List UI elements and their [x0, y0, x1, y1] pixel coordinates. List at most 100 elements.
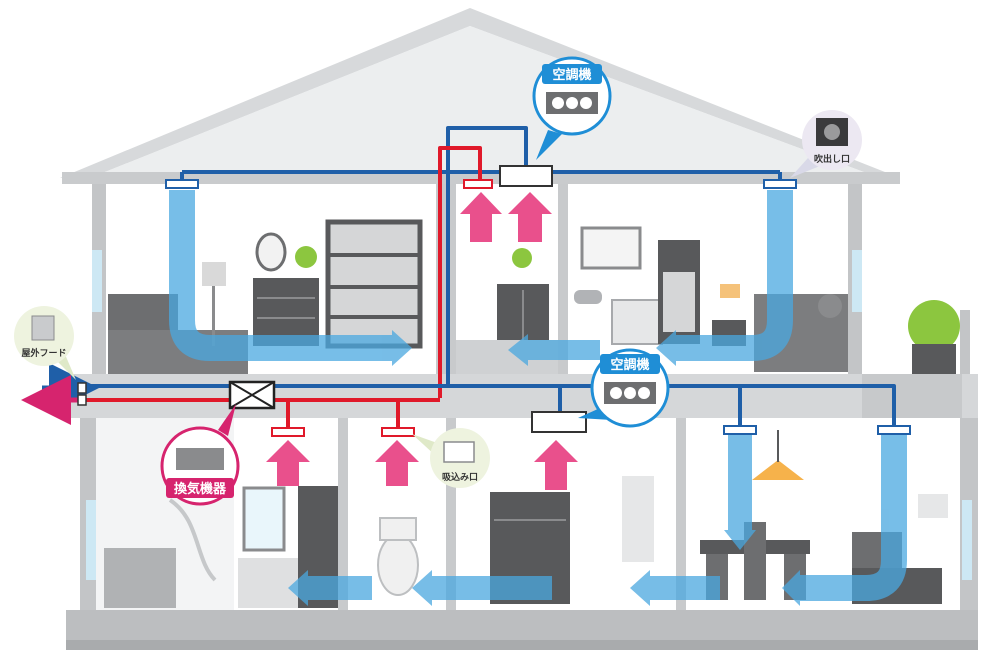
wash-mirror [242, 486, 286, 552]
callout-outlet-tail [790, 158, 820, 178]
attic [90, 26, 880, 178]
callout-intake: 吸込み口 [412, 428, 490, 488]
floor-slab [66, 374, 978, 418]
grille-upper-return [463, 179, 493, 189]
bookshelf [325, 219, 423, 349]
living-down-flow-head [724, 530, 756, 550]
floor-lamp-shade [202, 262, 226, 286]
ground-base-shadow [66, 640, 978, 650]
outdoor-arrows [21, 363, 99, 425]
callout-outdoor-hood: 屋外フード [14, 306, 76, 380]
kids-shelf-inner [663, 272, 695, 332]
desk [611, 299, 663, 345]
toilet-bowl [377, 534, 419, 596]
mirror [255, 232, 287, 272]
whiteboard [580, 226, 642, 270]
balcony-plant [908, 300, 960, 374]
balcony-floor [862, 374, 962, 418]
partition-lower-2 [446, 418, 456, 610]
living-right-flow [800, 434, 907, 601]
callout-ac-lower: 空調機 [578, 348, 670, 428]
callout-ac-lower-tag [600, 354, 660, 374]
diffuser-upper-right [763, 179, 797, 189]
outlet-icon-fan [824, 124, 840, 140]
shower-hose [168, 498, 217, 582]
intake-label: 吸込み口 [442, 471, 478, 483]
ac-upper-label: 空調機 [552, 67, 591, 83]
fan-6 [638, 387, 650, 399]
fan-2 [566, 97, 578, 109]
return-arrow-upper-2 [508, 192, 552, 242]
diffuser-living-2 [877, 425, 911, 435]
plant [295, 246, 317, 268]
grille-toilet [381, 427, 415, 437]
callout-ventilator-tag [166, 478, 234, 498]
return-arrows [266, 192, 578, 490]
upper-bedroom-furniture [108, 219, 423, 374]
closet-plant [512, 248, 532, 268]
dresser [253, 278, 319, 346]
window-right [852, 250, 862, 312]
fan-4 [610, 387, 622, 399]
wall-art [622, 476, 654, 562]
fan-1 [552, 97, 564, 109]
ventilator-label: 換気機器 [174, 481, 227, 497]
window-lower-left [86, 500, 96, 580]
lower-airflow [288, 434, 907, 606]
callout-ac-upper: 空調機 [532, 56, 612, 160]
fan-3 [580, 97, 592, 109]
ac-unit-upper [499, 165, 553, 187]
wall-port-2 [77, 394, 87, 406]
upper-left-flow [169, 190, 392, 361]
upper-mid-flow-head [508, 334, 528, 366]
living-to-hall-head [630, 570, 650, 606]
return-arrow-toilet [375, 440, 419, 486]
ac-unit-lower [531, 411, 587, 433]
callout-ventilator: 換気機器 [160, 404, 240, 506]
balcony-bush [908, 300, 960, 352]
grille-washroom [271, 427, 305, 437]
window-left [92, 250, 102, 312]
wall-port-1 [77, 382, 87, 394]
callout-ac-upper-tag [542, 64, 602, 84]
return-arrow-upper-1 [460, 192, 502, 242]
ventilator-cross [229, 381, 275, 409]
dining-chair-2 [744, 522, 766, 600]
intake-icon [443, 441, 475, 463]
teddy-bear [818, 294, 842, 318]
return-arrow-hall [534, 440, 578, 490]
hood-icon [31, 315, 55, 341]
wash-basin [238, 558, 298, 608]
living-right-flow-head [782, 570, 800, 606]
diffuser-upper-left [165, 179, 199, 189]
hall-flow-head [412, 570, 432, 606]
living-lamp-shade [918, 494, 948, 518]
toilet-tank [379, 517, 417, 541]
return-arrow-washroom [266, 440, 310, 486]
callout-ac-upper-tail [536, 130, 562, 160]
fan-5 [624, 387, 636, 399]
ventilator-icon [176, 448, 224, 470]
outdoor-hood-label: 屋外フード [21, 347, 66, 359]
callout-outlet: 吹出し口 [790, 110, 862, 178]
partition-upper-2 [558, 184, 568, 374]
balcony-rail [960, 310, 970, 374]
pendant-lamp [752, 460, 804, 480]
toilet-flow-head [288, 570, 308, 606]
grilles [165, 165, 911, 437]
supply-duct-lower [86, 384, 896, 426]
upper-airflow [169, 190, 793, 366]
chair [574, 290, 602, 304]
return-duct-upper [438, 146, 482, 398]
table-lamp [720, 284, 740, 298]
ac-lower-label: 空調機 [610, 357, 649, 373]
balcony-pot [912, 344, 956, 374]
upper-right-flow [676, 190, 793, 361]
outlet-label: 吹出し口 [814, 153, 850, 165]
upper-right-flow-head [656, 330, 676, 366]
upper-left-flow-head [392, 330, 412, 366]
partition-lower-1 [338, 418, 348, 610]
floor-lamp-pole [212, 286, 215, 346]
callout-ventilator-tail [218, 404, 236, 436]
